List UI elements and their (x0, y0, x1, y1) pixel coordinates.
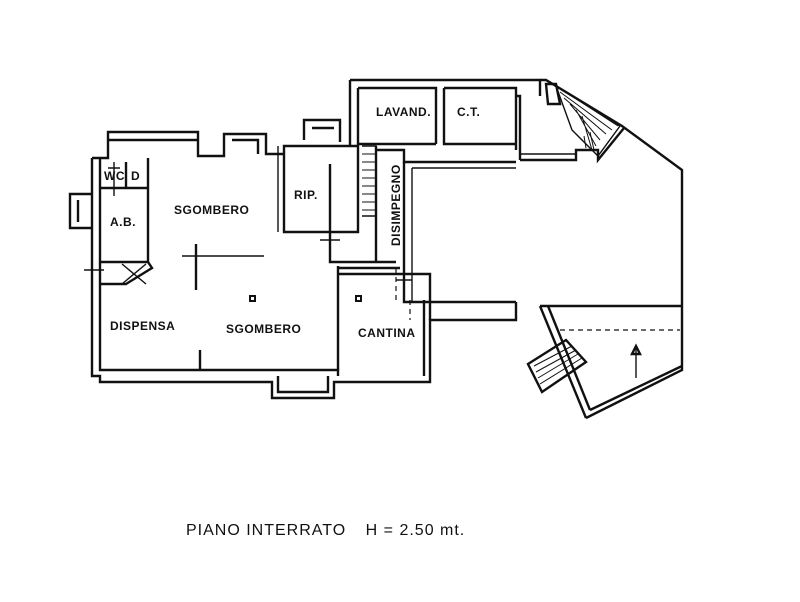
room-label-ab: A.B. (110, 215, 136, 229)
markers (84, 162, 412, 302)
room-labels: WC D A.B. SGOMBERO RIP. LAVAND. C.T. DIS… (104, 105, 480, 340)
room-label-cantina: CANTINA (358, 326, 416, 340)
room-label-sgombero-top: SGOMBERO (174, 203, 249, 217)
room-label-d: D (131, 169, 140, 183)
stairs (362, 82, 622, 394)
interior-walls (100, 78, 542, 376)
dash-lines (395, 268, 411, 320)
room-label-wc: WC (104, 169, 125, 183)
room-label-lavand: LAVAND. (376, 105, 431, 119)
room-label-dispensa: DISPENSA (110, 319, 175, 333)
plan-caption: PIANO INTERRATO H = 2.50 mt. (186, 522, 479, 540)
room-label-rip: RIP. (294, 188, 318, 202)
outer-walls (68, 118, 518, 400)
room-label-disimpegno: DISIMPEGNO (389, 164, 403, 246)
room-label-sgombero-bottom: SGOMBERO (226, 322, 301, 336)
caption-height: H = 2.50 mt. (365, 522, 466, 539)
room-label-ct: C.T. (457, 105, 480, 119)
garage-area (520, 78, 684, 420)
caption-floor: PIANO INTERRATO (186, 522, 347, 539)
